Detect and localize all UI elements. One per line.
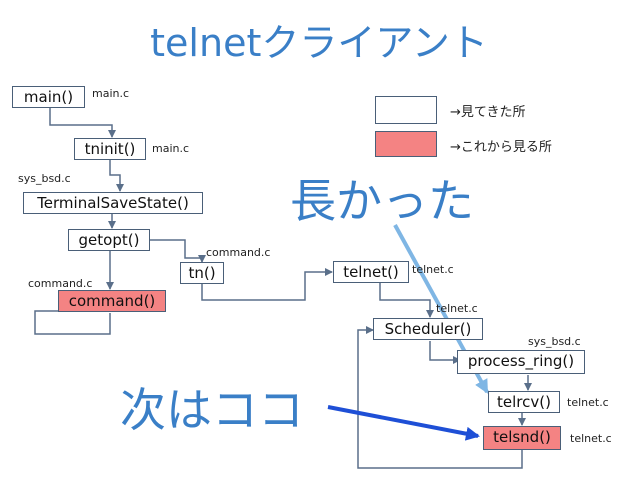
file-label-main: main.c [92,87,130,100]
node-getopt: getopt() [68,229,150,251]
node-scheduler: Scheduler() [373,318,483,340]
node-telrcv: telrcv() [488,391,560,413]
connector-command-loop [34,310,111,335]
legend-swatch-upcoming [375,131,437,157]
file-label-telrcv: telnet.c [567,396,609,409]
file-label-tninit: main.c [152,142,190,155]
legend-label-upcoming: →これから見る所 [450,140,552,155]
node-telnet: telnet() [333,261,409,283]
file-label-telnet: telnet.c [412,263,454,276]
connector-main-tninit [49,108,116,138]
node-terminal-save-state: TerminalSaveState() [23,192,203,214]
page-title: telnetクライアント [150,21,488,65]
legend-swatch-seen [375,96,437,124]
connector-telnet-scheduler [379,283,434,318]
node-tninit: tninit() [74,138,146,160]
annotation-next: 次はココ [120,383,304,437]
annotation-long: 長かった [290,174,474,228]
connector-tninit-terminal [109,160,124,192]
node-main: main() [12,86,85,108]
connector-tn-telnet [201,268,333,301]
file-label-telsnd: telnet.c [570,432,612,445]
node-command: command() [58,290,166,312]
next-annotation-arrow [327,405,480,441]
connector-telsnd-loop [357,326,523,469]
file-label-terminal-save-state: sys_bsd.c [18,172,71,185]
connector-scheduler-process [429,341,461,364]
legend-label-seen: →見てきた所 [450,105,526,120]
file-label-command: command.c [28,277,93,290]
file-label-tn: command.c [206,246,271,259]
connector-getopt-tn [150,239,206,263]
node-process-ring: process_ring() [457,350,585,374]
file-label-scheduler: telnet.c [436,302,478,315]
node-tn: tn() [180,262,224,284]
node-telsnd: telsnd() [483,426,561,450]
file-label-process-ring: sys_bsd.c [528,335,581,348]
